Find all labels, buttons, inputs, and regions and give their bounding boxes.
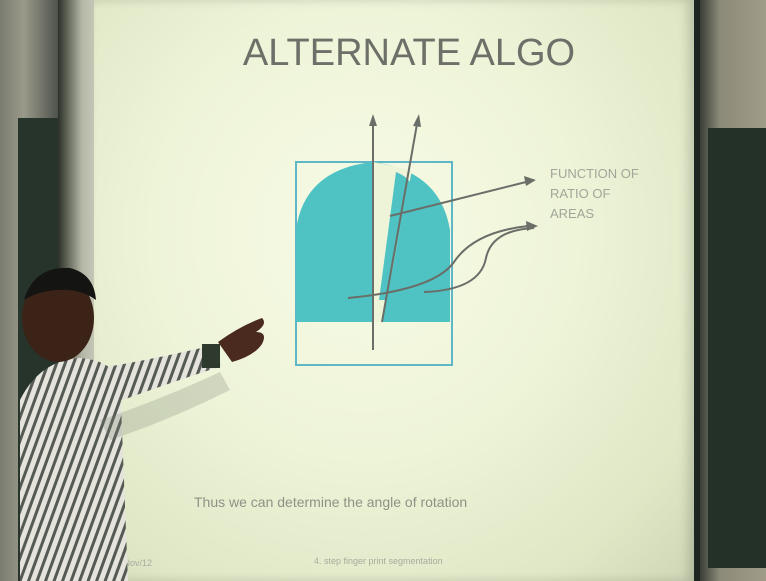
label-line-2: RATIO OF	[550, 186, 611, 201]
chalkboard-right	[708, 128, 766, 568]
rotation-diagram	[295, 114, 538, 366]
rotated-axis-arrowhead	[413, 114, 421, 127]
presenter-head	[22, 274, 94, 362]
presenter-arm	[100, 346, 222, 404]
slide-caption: Thus we can determine the angle of rotat…	[194, 494, 468, 510]
label-line-1: FUNCTION OF	[550, 166, 639, 181]
rotated-axis	[381, 123, 418, 323]
label-line-3: AREAS	[550, 206, 595, 221]
vertical-axis-arrowhead	[369, 114, 377, 126]
slide-title: ALTERNATE ALGO	[242, 32, 576, 74]
slide-footer-date: 3/Nov/12	[116, 558, 153, 568]
presenter-hand	[218, 318, 264, 362]
slide-footer-title: 4. step finger print segmentation	[314, 556, 443, 566]
presenter-shirt	[20, 358, 128, 581]
pointer-arrow-3	[423, 227, 535, 293]
presenter-hair	[24, 267, 96, 300]
presenter-shadow	[100, 372, 230, 440]
pointer-arrow-1-head	[524, 176, 536, 186]
projection-screen: ALTERNATE ALGO FUNCTION OF RATIO OF AREA…	[94, 0, 694, 581]
presenter-watch	[202, 344, 220, 368]
pointer-arrow-1	[389, 181, 527, 217]
pointer-arrow-2	[347, 225, 529, 299]
